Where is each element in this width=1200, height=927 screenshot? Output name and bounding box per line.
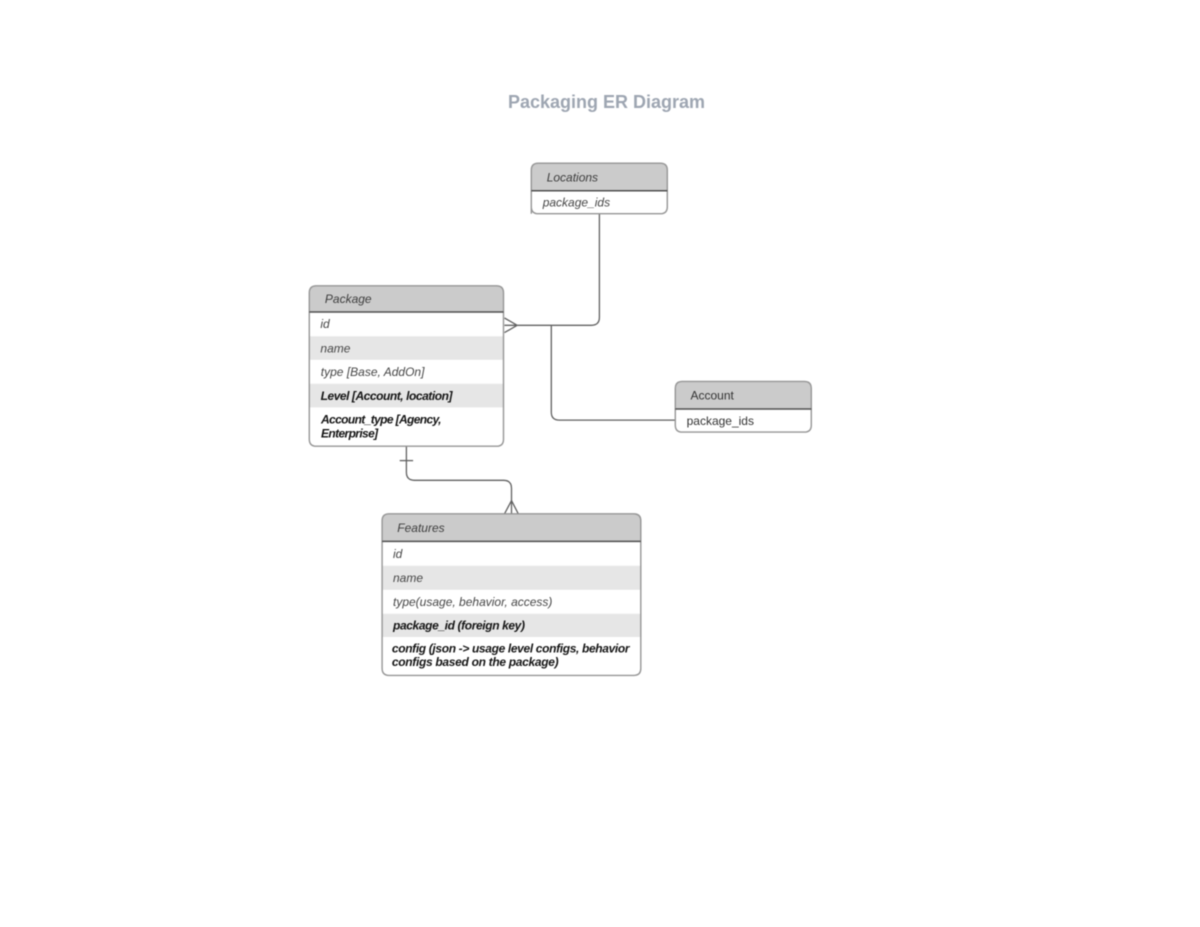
- svg-text:id: id: [320, 317, 330, 331]
- svg-text:package_ids: package_ids: [687, 414, 754, 428]
- svg-text:package_id (foreign key): package_id (foreign key): [392, 619, 525, 633]
- svg-text:name: name: [320, 341, 350, 355]
- svg-text:Locations: Locations: [547, 170, 598, 184]
- svg-text:Account_type [Agency,: Account_type [Agency,: [320, 413, 441, 427]
- svg-text:Package: Package: [325, 292, 372, 306]
- svg-text:Packaging ER Diagram: Packaging ER Diagram: [508, 92, 705, 112]
- svg-text:config (json -> usage level co: config (json -> usage level configs, beh…: [392, 642, 631, 656]
- svg-text:id: id: [393, 547, 403, 561]
- svg-text:configs based on the package): configs based on the package): [392, 655, 559, 669]
- svg-text:name: name: [393, 571, 423, 585]
- svg-text:type [Base, AddOn]: type [Base, AddOn]: [321, 365, 425, 379]
- svg-text:Account: Account: [691, 389, 735, 403]
- svg-text:package_ids: package_ids: [542, 196, 610, 210]
- svg-text:Enterprise]: Enterprise]: [321, 427, 379, 441]
- svg-text:Features: Features: [397, 521, 444, 535]
- svg-text:type(usage, behavior, access): type(usage, behavior, access): [393, 595, 552, 609]
- svg-text:Level [Account, location]: Level [Account, location]: [321, 389, 454, 403]
